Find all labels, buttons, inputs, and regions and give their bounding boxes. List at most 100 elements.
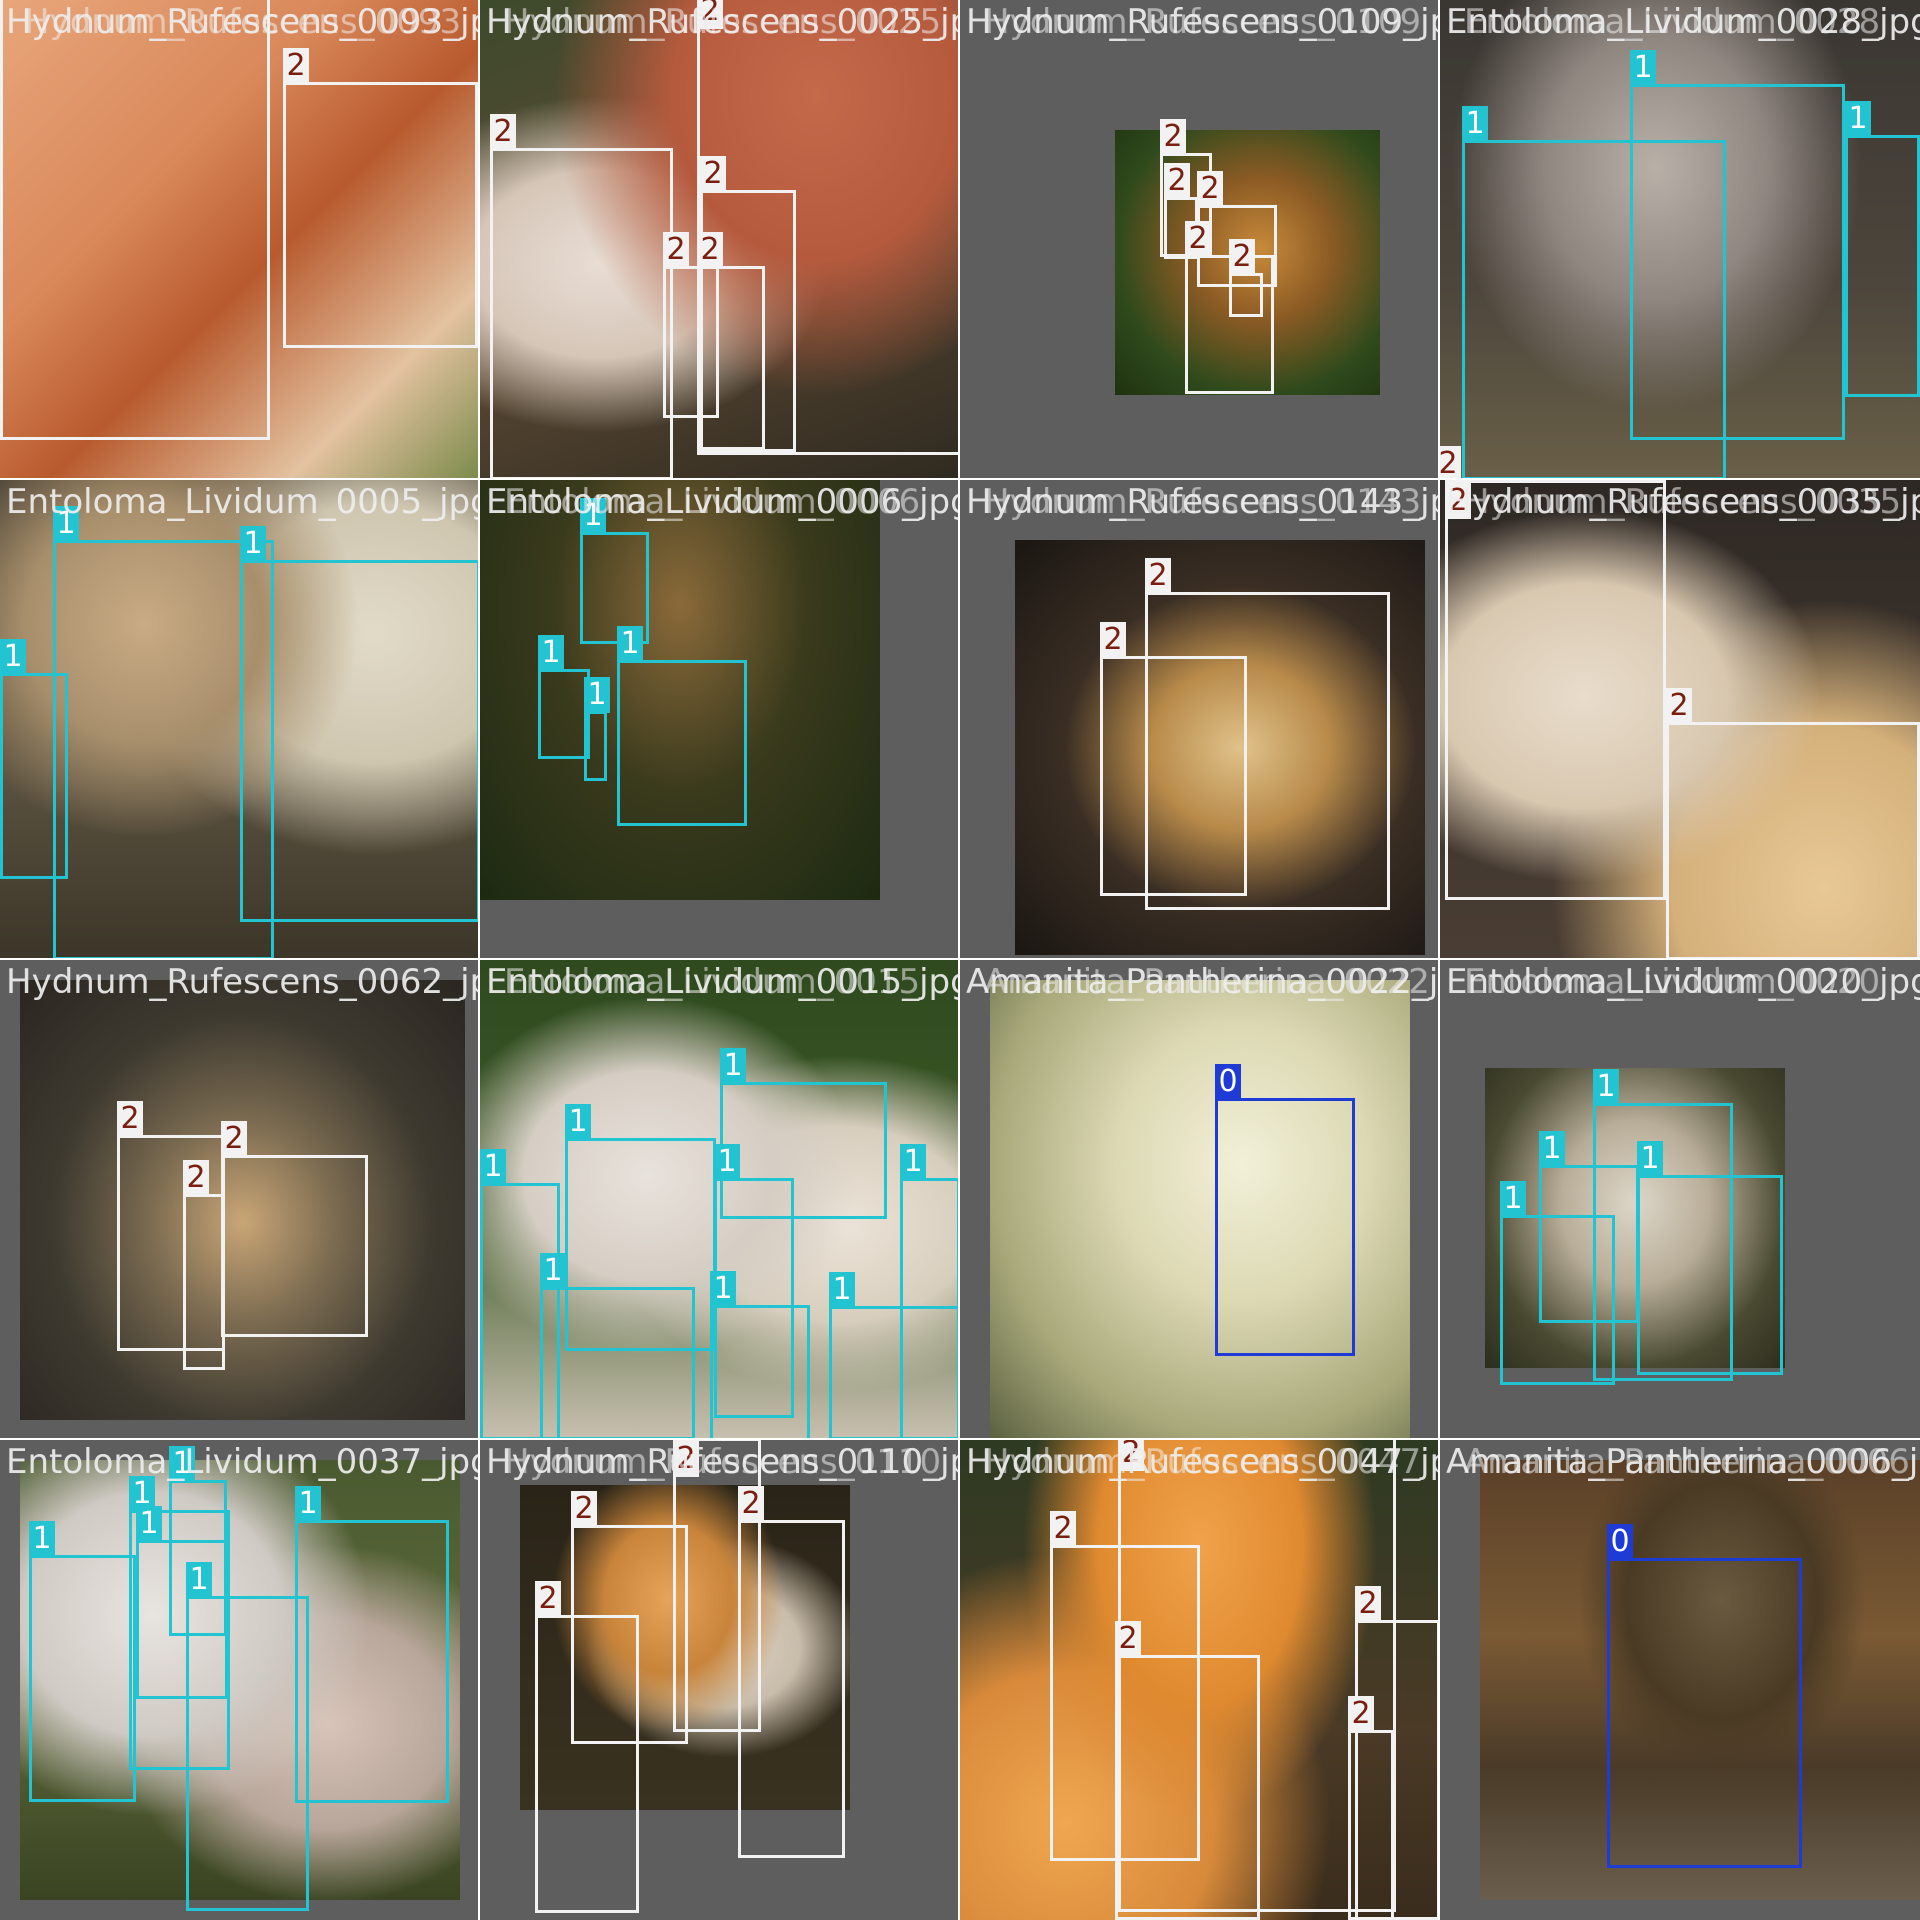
bounding-box-class-2: 2 <box>221 1121 368 1337</box>
class-label: 1 <box>136 1506 162 1542</box>
bounding-box-class-1: 1 <box>29 1521 136 1802</box>
bounding-box-class-2: 2 <box>1666 688 1920 958</box>
class-label: 2 <box>663 232 689 268</box>
class-label: 2 <box>1197 171 1223 207</box>
class-label: 1 <box>720 1048 746 1084</box>
bounding-box-class-1: 1 <box>540 1253 695 1438</box>
bounding-box-class-0: 0 <box>1607 1524 1802 1868</box>
bounding-box-class-1: 1 <box>186 1562 309 1911</box>
mushroom-photo <box>990 980 1410 1438</box>
mushroom-photo <box>0 480 478 958</box>
class-label: 1 <box>538 635 564 671</box>
class-label: 2 <box>1115 1621 1141 1657</box>
class-label: 2 <box>1185 221 1211 257</box>
image-filename: Entoloma_Lividum_0020_jpg.rf.2793229fdc <box>1446 962 1920 1002</box>
bounding-box-class-2: 2 <box>535 1581 639 1913</box>
bounding-box-class-1: 1 <box>1462 106 1726 478</box>
bounding-box-class-1: 1 <box>1637 1141 1783 1375</box>
class-label: 1 <box>186 1562 212 1598</box>
bounding-box-class-1: 1 <box>580 498 649 644</box>
bounding-box-class-2: 2 <box>663 232 719 418</box>
class-label: 1 <box>1845 101 1871 137</box>
bounding-box-class-1: 1 <box>480 1149 560 1438</box>
bounding-box-class-1: 1 <box>1845 101 1920 397</box>
class-label: 2 <box>1348 1696 1374 1732</box>
bounding-box-class-1: 1 <box>584 677 610 781</box>
bounding-box-class-2: 2 <box>738 1486 845 1858</box>
bounding-box-class-2: 2 <box>283 48 478 348</box>
bounding-box-class-2: 2 <box>697 232 765 450</box>
bounding-box-class-1: 1 <box>1539 1131 1639 1323</box>
class-label: 1 <box>240 526 266 562</box>
class-label: 2 <box>117 1101 143 1137</box>
class-label: 2 <box>697 0 723 29</box>
bounding-box-class-2: 2 <box>1100 622 1247 896</box>
mushroom-photo <box>480 480 880 900</box>
image-filename: Hydnum_Rufescens_0143_jpg.rf.8aae83f5e2 <box>966 482 1438 522</box>
mushroom-photo <box>1485 1068 1785 1368</box>
bounding-box-class-2: 2 <box>1229 239 1263 317</box>
class-label: 1 <box>1637 1141 1663 1177</box>
class-label: 2 <box>490 114 516 150</box>
class-label: 0 <box>1215 1064 1241 1100</box>
image-tile: 22Hydnum_Rufescens_0093Hydnum_Rufescens_… <box>0 0 478 478</box>
bounding-box-class-0: 0 <box>1215 1064 1355 1356</box>
class-label: 1 <box>53 506 79 542</box>
bounding-box-class-2: 2 <box>183 1160 225 1370</box>
class-label: 2 <box>183 1160 209 1196</box>
bounding-box-class-1: 1 <box>0 639 68 879</box>
class-label: 2 <box>1164 163 1190 199</box>
filename-overlap-text: Hydnum_Rufescens_0143 <box>984 482 1422 522</box>
bounding-box-class-2: 2 <box>1145 558 1390 910</box>
class-label: 1 <box>565 1104 591 1140</box>
bounding-box-class-2: 2 <box>697 0 958 455</box>
mushroom-photo <box>1015 540 1425 955</box>
mushroom-photo <box>1440 0 1920 478</box>
class-label: 2 <box>1445 483 1471 519</box>
class-label: 2 <box>535 1581 561 1617</box>
class-label: 2 <box>1118 1440 1144 1471</box>
bounding-box-class-2: 2 <box>571 1491 688 1744</box>
bounding-box-class-1: 1 <box>295 1486 449 1803</box>
mushroom-photo <box>0 0 478 478</box>
mushroom-photo <box>20 1460 460 1900</box>
bounding-box-class-1: 1 <box>1593 1069 1733 1381</box>
class-label: 2 <box>1160 119 1186 155</box>
bounding-box-class-2: 2 <box>117 1101 225 1351</box>
class-label: 1 <box>29 1521 55 1557</box>
class-label: 1 <box>1462 106 1488 142</box>
bounding-box-class-1: 1 <box>710 1271 810 1438</box>
bounding-box-class-1: 1 <box>53 506 274 958</box>
class-label: 2 <box>1050 1511 1076 1547</box>
class-label: 1 <box>129 1476 155 1512</box>
class-label: 1 <box>584 677 610 713</box>
bounding-box-class-2: 2 <box>1050 1511 1200 1861</box>
class-label: 2 <box>571 1491 597 1527</box>
class-label: 0 <box>1607 1524 1633 1560</box>
class-label: 1 <box>480 1149 506 1185</box>
class-label: 1 <box>829 1272 855 1308</box>
class-label: 2 <box>673 1441 699 1477</box>
class-label: 2 <box>697 232 723 268</box>
class-label: 1 <box>1539 1131 1565 1167</box>
class-label: 1 <box>169 1446 195 1482</box>
class-label: 1 <box>714 1144 740 1180</box>
class-label: 2 <box>1440 446 1461 478</box>
class-label: 2 <box>1355 1586 1381 1622</box>
class-label: 1 <box>900 1144 926 1180</box>
bounding-box-class-2: 2 <box>0 0 270 440</box>
filename-overlap-text: Hydnum_Rufescens_0109 <box>984 2 1422 42</box>
filename-overlap-text: Entoloma_Lividum_0020 <box>1464 962 1881 1002</box>
bounding-box-class-1: 1 <box>617 626 747 826</box>
